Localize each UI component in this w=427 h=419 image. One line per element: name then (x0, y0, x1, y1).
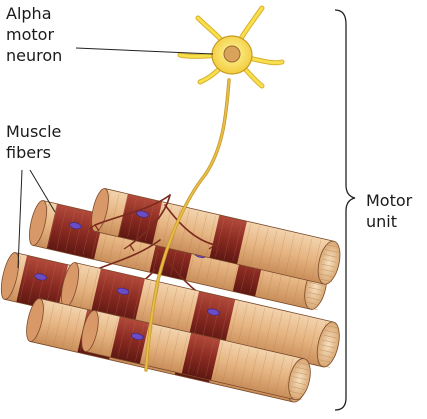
motor-unit-label: Motor unit (366, 190, 412, 232)
neuron-leader-line (76, 48, 213, 54)
muscle-fibers-label: Muscle fibers (6, 121, 61, 163)
motor-unit-bracket (335, 10, 355, 410)
neuron-cell-body (212, 36, 252, 74)
alpha-motor-neuron-label: Alpha motor neuron (6, 3, 62, 66)
neuron-nucleus (224, 46, 240, 62)
